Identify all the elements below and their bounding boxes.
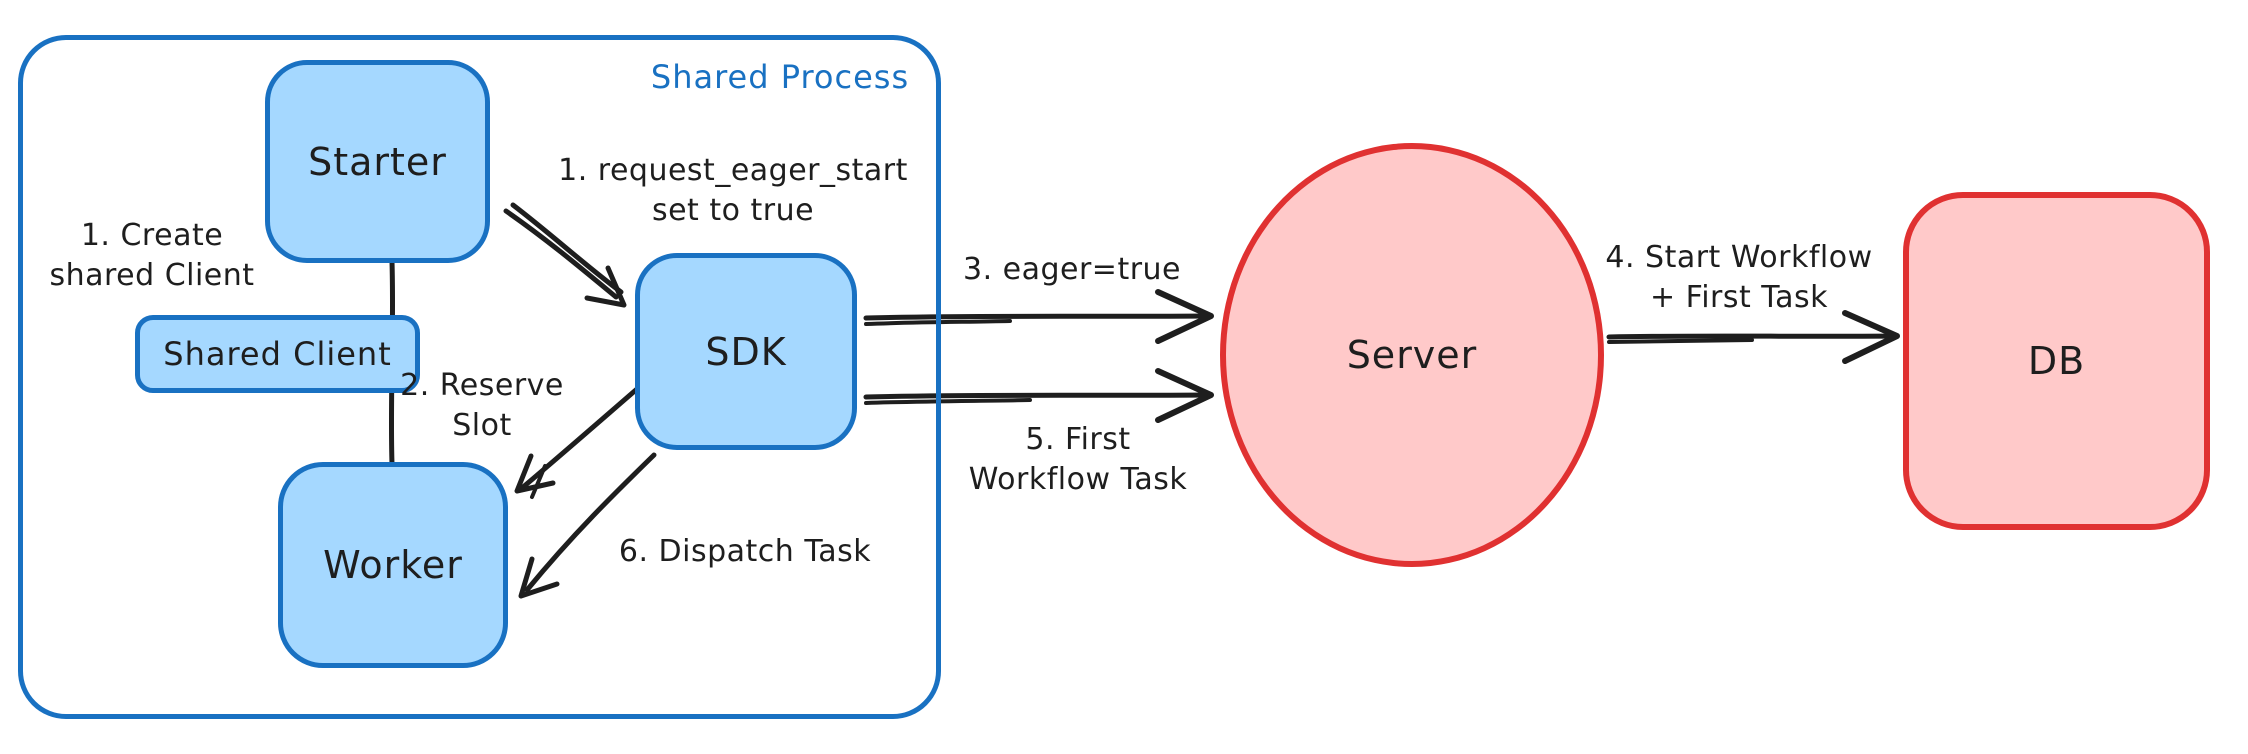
- node-db-label: DB: [2027, 339, 2086, 383]
- annotation-create-shared-client: 1. Create shared Client: [49, 218, 255, 293]
- annotation-request-eager-start: 1. request_eager_start set to true: [558, 153, 908, 228]
- arrow-request-eager-start: [503, 202, 627, 308]
- annotation-reserve-slot: 2. Reserve Slot: [400, 368, 564, 443]
- arrow-dispatch-task: [518, 452, 657, 599]
- node-server: Server: [1220, 143, 1604, 567]
- node-starter: Starter: [265, 60, 490, 263]
- node-shared-client: Shared Client: [135, 315, 420, 393]
- node-server-label: Server: [1346, 333, 1478, 377]
- node-starter-label: Starter: [308, 139, 447, 184]
- arrow-start-workflow: [1606, 310, 1900, 364]
- node-sdk: SDK: [635, 253, 857, 450]
- node-worker: Worker: [278, 462, 508, 668]
- node-worker-label: Worker: [323, 543, 463, 587]
- arrow-first-workflow-task: [863, 368, 1214, 423]
- node-db: DB: [1903, 192, 2210, 530]
- shared-process-label: Shared Process: [650, 58, 910, 96]
- node-shared-client-label: Shared Client: [163, 335, 392, 373]
- node-sdk-label: SDK: [705, 329, 787, 374]
- annotation-first-workflow-task: 5. First Workflow Task: [968, 422, 1188, 497]
- annotation-start-workflow: 4. Start Workflow + First Task: [1605, 240, 1873, 315]
- arrow-reserve-slot: [514, 386, 640, 499]
- annotation-dispatch-task: 6. Dispatch Task: [618, 534, 872, 569]
- shared-process-container: [18, 35, 941, 719]
- annotation-eager-true: 3. eager=true: [962, 252, 1182, 287]
